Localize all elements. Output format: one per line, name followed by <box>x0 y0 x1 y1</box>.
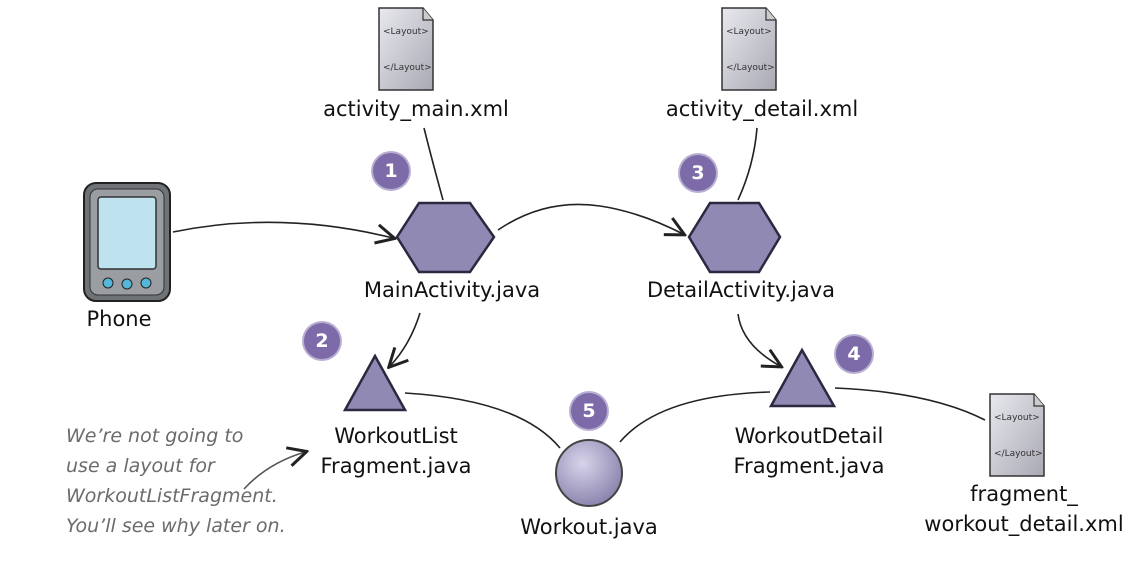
label-line-2: Fragment.java <box>733 454 885 478</box>
workout-ball-icon <box>555 439 623 507</box>
note-line-4: You’ll see why later on. <box>66 515 286 537</box>
handwritten-note: We’re not going to use a layout for Work… <box>66 421 286 541</box>
doc-open-tag: <Layout> <box>994 413 1040 423</box>
doc-open-tag: <Layout> <box>383 27 429 37</box>
detail-activity-label: DetailActivity.java <box>646 278 836 302</box>
note-line-1: We’re not going to <box>66 425 244 447</box>
label-line-1: WorkoutList <box>334 424 458 448</box>
note-arrow <box>243 452 305 490</box>
workout-detail-fragment-label: WorkoutDetail Fragment.java <box>734 421 885 481</box>
label-line-2: Fragment.java <box>320 454 472 478</box>
arrow-main-to-workout-list-fragment <box>390 312 421 366</box>
note-line-3: WorkoutListFragment. <box>66 485 278 507</box>
step-badge-1: 1 <box>373 153 409 189</box>
step-badge-3: 3 <box>680 155 716 191</box>
line-workout-detail-to-fragment-xml <box>834 387 986 421</box>
step-badge-2: 2 <box>304 323 340 359</box>
detail-activity-hexagon-icon <box>687 201 782 274</box>
phone-label: Phone <box>86 307 152 331</box>
doc-close-tag: </Layout> <box>994 449 1043 459</box>
step-badge-4: 4 <box>836 336 872 372</box>
arrow-main-to-detail-activity <box>497 203 683 234</box>
doc-icon-activity-detail: <Layout> </Layout> <box>721 7 777 91</box>
line-workout-list-to-workout <box>404 392 561 449</box>
line-activity-detail-to-detail-activity <box>737 127 758 201</box>
doc-open-tag: <Layout> <box>726 27 772 37</box>
label-line-1: fragment_ <box>970 482 1078 506</box>
doc-close-tag: </Layout> <box>383 63 432 73</box>
main-activity-label: MainActivity.java <box>363 278 541 302</box>
doc-close-tag: </Layout> <box>726 63 775 73</box>
doc-icon-activity-main: <Layout> </Layout> <box>378 7 434 91</box>
step-badge-5: 5 <box>571 393 607 429</box>
workout-java-label: Workout.java <box>520 515 658 539</box>
connector-lines <box>172 127 986 490</box>
fragment-workout-detail-xml-label: fragment_ workout_detail.xml <box>924 479 1123 539</box>
main-activity-hexagon-icon <box>395 201 496 274</box>
label-line-2: workout_detail.xml <box>924 512 1124 536</box>
activity-main-xml-label: activity_main.xml <box>323 97 509 121</box>
note-line-2: use a layout for <box>66 455 215 477</box>
phone-icon <box>83 182 171 302</box>
arrow-detail-to-workout-detail-fragment <box>737 313 780 366</box>
workout-list-fragment-triangle-icon <box>342 353 408 412</box>
workout-detail-fragment-triangle-icon <box>768 347 837 408</box>
line-activity-main-to-main-activity <box>423 127 444 201</box>
doc-icon-fragment-workout-detail: <Layout> </Layout> <box>989 393 1045 477</box>
arrow-phone-to-main-activity <box>172 221 393 238</box>
line-workout-detail-to-workout <box>619 391 771 443</box>
activity-detail-xml-label: activity_detail.xml <box>665 97 859 121</box>
workout-list-fragment-label: WorkoutList Fragment.java <box>321 421 472 481</box>
label-line-1: WorkoutDetail <box>734 424 884 448</box>
